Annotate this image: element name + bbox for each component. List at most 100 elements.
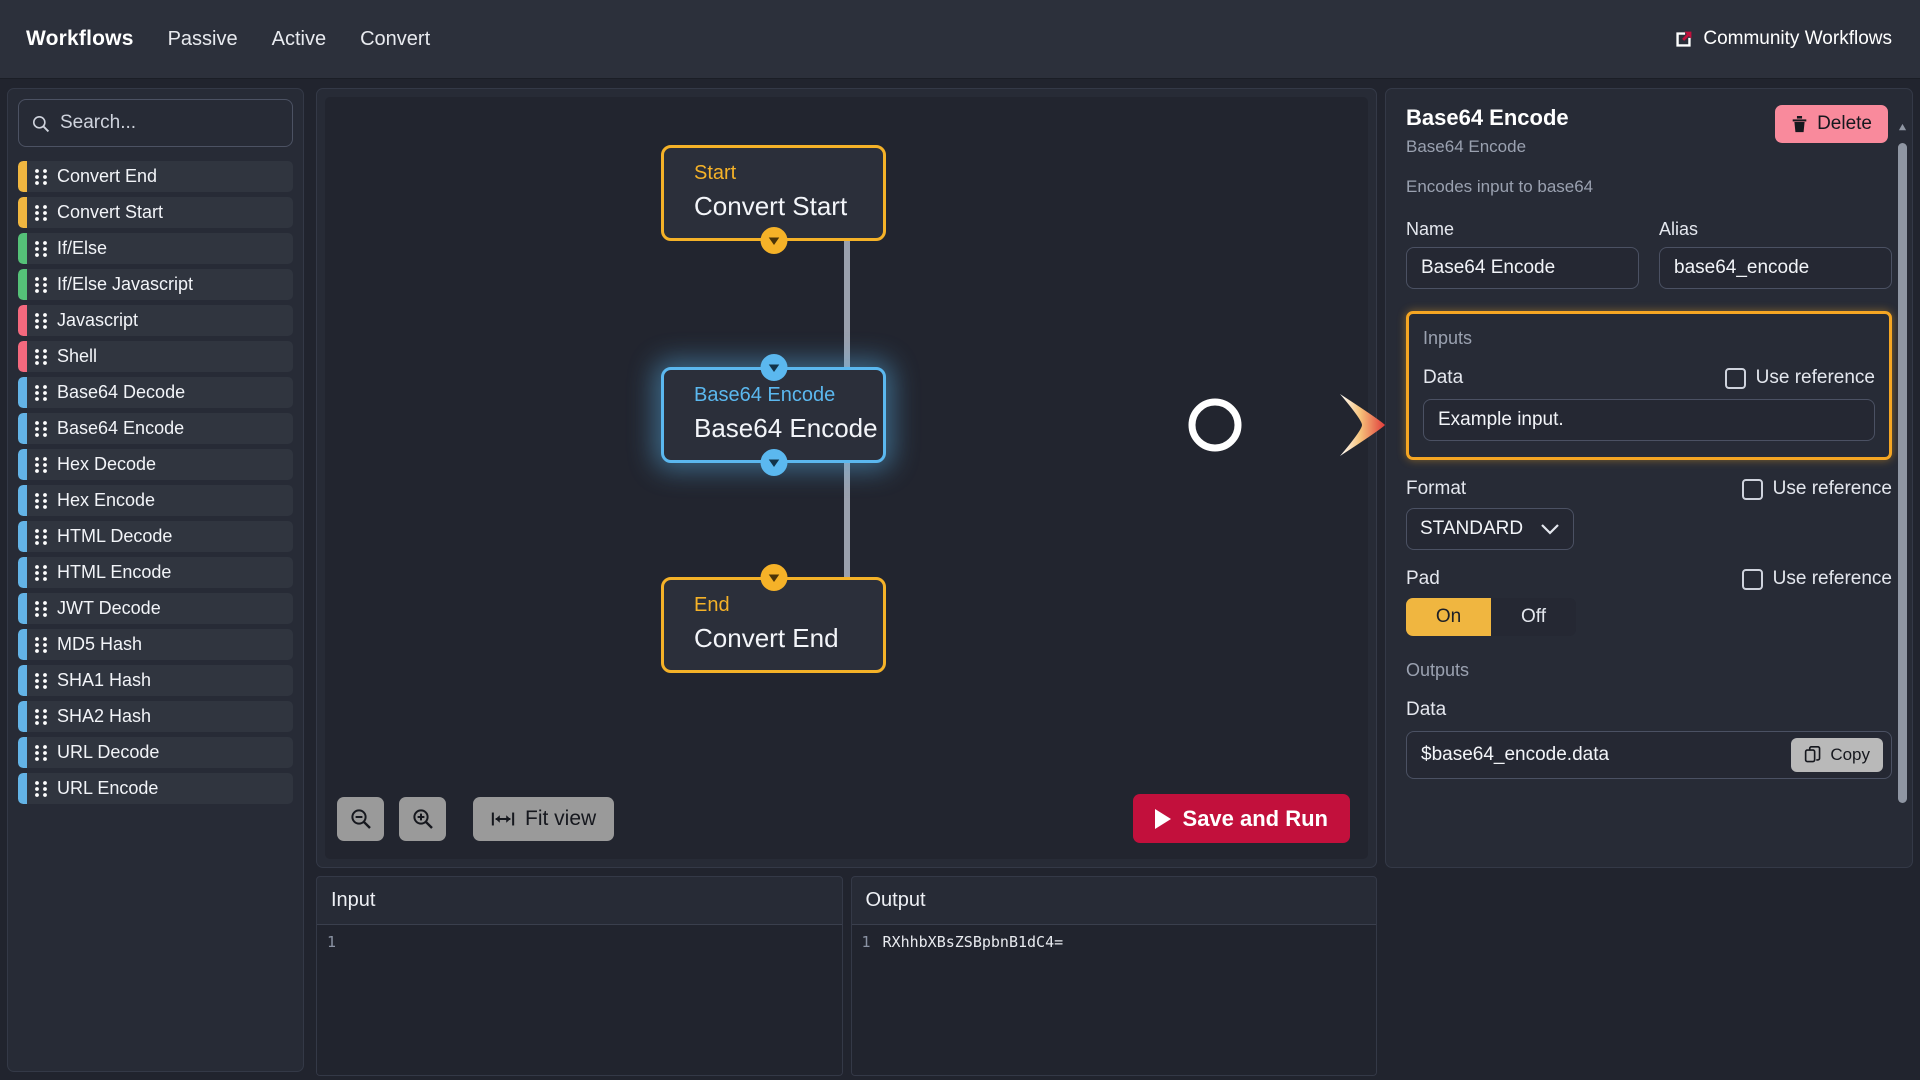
- palette-item[interactable]: Convert End: [18, 161, 293, 192]
- format-use-reference-checkbox[interactable]: [1741, 478, 1763, 500]
- output-panel: Output 1 RXhhbXBsZSBpbnB1dC4=: [850, 876, 1377, 1076]
- palette-item[interactable]: Shell: [18, 341, 293, 372]
- drag-handle-icon[interactable]: [34, 636, 48, 654]
- palette-item-color-bar: [18, 413, 27, 444]
- palette-item[interactable]: Hex Decode: [18, 449, 293, 480]
- input-editor[interactable]: 1: [317, 925, 842, 1075]
- chevron-down-icon: [768, 459, 779, 467]
- node-title-label: Base64 Encode: [694, 413, 878, 443]
- drag-handle-icon[interactable]: [34, 492, 48, 510]
- pad-use-reference-checkbox[interactable]: [1741, 568, 1763, 590]
- flow-node-convert-start[interactable]: Start Convert Start: [661, 145, 886, 254]
- nav-link-passive[interactable]: Passive: [167, 27, 238, 50]
- nav-brand[interactable]: Workflows: [26, 27, 134, 50]
- drag-handle-icon[interactable]: [34, 672, 48, 690]
- drag-handle-icon[interactable]: [34, 744, 48, 762]
- workflow-canvas[interactable]: Start Convert Start Base64 Encode Base64…: [325, 97, 1368, 859]
- palette-item[interactable]: JWT Decode: [18, 593, 293, 624]
- palette-item[interactable]: If/Else: [18, 233, 293, 264]
- save-and-run-button[interactable]: Save and Run: [1132, 794, 1350, 843]
- nav-link-convert[interactable]: Convert: [360, 27, 431, 50]
- palette-item-label: MD5 Hash: [57, 634, 143, 654]
- drag-handle-icon[interactable]: [34, 708, 48, 726]
- format-use-reference-toggle[interactable]: Use reference: [1741, 478, 1892, 500]
- palette-item-color-bar: [18, 629, 27, 660]
- drag-handle-icon[interactable]: [34, 780, 48, 798]
- format-select-value: STANDARD: [1420, 518, 1524, 539]
- flow-node-base64-encode[interactable]: Base64 Encode Base64 Encode: [661, 354, 886, 476]
- node-handle-target[interactable]: [760, 354, 787, 381]
- code-line: 1 RXhhbXBsZSBpbnB1dC4=: [852, 933, 1377, 951]
- node-kind-label: End: [694, 594, 730, 616]
- node-handle-source[interactable]: [760, 227, 787, 254]
- drag-handle-icon[interactable]: [34, 348, 48, 366]
- palette-item-label: SHA1 Hash: [57, 670, 152, 690]
- drag-handle-icon[interactable]: [34, 456, 48, 474]
- palette-item[interactable]: MD5 Hash: [18, 629, 293, 660]
- drag-handle-icon[interactable]: [34, 204, 48, 222]
- delete-button[interactable]: Delete: [1775, 105, 1888, 143]
- drag-handle-icon[interactable]: [34, 420, 48, 438]
- palette-item[interactable]: URL Decode: [18, 737, 293, 768]
- pad-use-reference-toggle[interactable]: Use reference: [1741, 568, 1892, 590]
- palette-item[interactable]: If/Else Javascript: [18, 269, 293, 300]
- palette-item[interactable]: Javascript: [18, 305, 293, 336]
- palette-item[interactable]: Base64 Encode: [18, 413, 293, 444]
- palette-item[interactable]: SHA2 Hash: [18, 701, 293, 732]
- community-workflows-label: Community Workflows: [1703, 28, 1892, 49]
- output-editor[interactable]: 1 RXhhbXBsZSBpbnB1dC4=: [851, 925, 1377, 1075]
- name-input[interactable]: [1406, 247, 1639, 289]
- palette-item[interactable]: Base64 Decode: [18, 377, 293, 408]
- external-link-icon: [1676, 31, 1692, 47]
- scrollbar-thumb[interactable]: [1898, 143, 1907, 803]
- line-text: RXhhbXBsZSBpbnB1dC4=: [882, 933, 1064, 951]
- palette-item[interactable]: Hex Encode: [18, 485, 293, 516]
- io-panels: Input 1 Output 1 RXhhbXBsZSBpbnB1dC4=: [316, 876, 1377, 1076]
- palette-item[interactable]: URL Encode: [18, 773, 293, 804]
- nav-link-active[interactable]: Active: [271, 27, 327, 50]
- workflow-canvas-panel: Start Convert Start Base64 Encode Base64…: [316, 88, 1377, 868]
- palette-item[interactable]: HTML Encode: [18, 557, 293, 588]
- search-input[interactable]: [60, 112, 280, 134]
- zoom-in-button[interactable]: [399, 797, 446, 841]
- inputs-section-label: Inputs: [1423, 328, 1473, 348]
- community-workflows-link[interactable]: Community Workflows: [1674, 28, 1892, 50]
- palette-item[interactable]: Convert Start: [18, 197, 293, 228]
- node-handle-source[interactable]: [760, 449, 787, 476]
- alias-input[interactable]: [1659, 247, 1892, 289]
- fit-view-button[interactable]: Fit view: [473, 797, 615, 841]
- search-box[interactable]: [18, 99, 293, 147]
- drag-handle-icon[interactable]: [34, 600, 48, 618]
- palette-item-color-bar: [18, 665, 27, 696]
- pad-toggle-off[interactable]: Off: [1491, 598, 1576, 636]
- node-handle-target[interactable]: [760, 564, 787, 591]
- format-select[interactable]: STANDARD: [1406, 508, 1574, 550]
- copy-button[interactable]: Copy: [1791, 738, 1883, 772]
- palette-item[interactable]: SHA1 Hash: [18, 665, 293, 696]
- data-input[interactable]: [1423, 399, 1875, 441]
- palette-item-label: Base64 Decode: [57, 382, 186, 402]
- copy-label: Copy: [1830, 745, 1870, 764]
- palette-item[interactable]: HTML Decode: [18, 521, 293, 552]
- input-panel-header: Input: [317, 877, 842, 925]
- drag-handle-icon[interactable]: [34, 312, 48, 330]
- palette-item-label: URL Decode: [57, 742, 160, 762]
- data-use-reference-toggle[interactable]: Use reference: [1724, 367, 1875, 389]
- palette-item-color-bar: [18, 773, 27, 804]
- drag-handle-icon[interactable]: [34, 564, 48, 582]
- palette-item-color-bar: [18, 737, 27, 768]
- drag-handle-icon[interactable]: [34, 240, 48, 258]
- drag-handle-icon[interactable]: [34, 276, 48, 294]
- inspector-scrollbar[interactable]: [1898, 123, 1907, 863]
- flow-node-convert-end[interactable]: End Convert End: [661, 564, 886, 673]
- zoom-out-button[interactable]: [337, 797, 384, 841]
- drag-handle-icon[interactable]: [34, 384, 48, 402]
- pad-toggle-on[interactable]: On: [1406, 598, 1491, 636]
- pad-toggle-group: On Off: [1406, 598, 1576, 636]
- drag-handle-icon[interactable]: [34, 168, 48, 186]
- data-use-reference-checkbox[interactable]: [1724, 367, 1746, 389]
- scroll-up-arrow-icon[interactable]: [1898, 123, 1907, 132]
- drag-handle-icon[interactable]: [34, 528, 48, 546]
